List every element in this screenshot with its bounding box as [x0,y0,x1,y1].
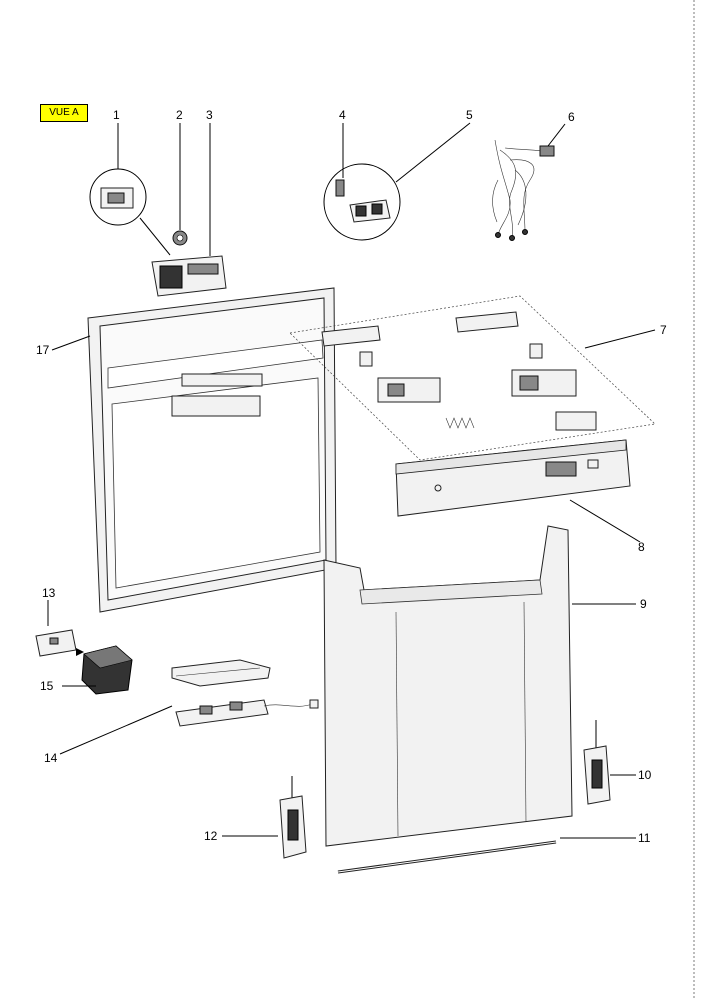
harness-connector [539,145,555,157]
callout-8: 8 [638,540,645,554]
leader-6 [547,123,566,147]
switch-right-button [519,375,539,391]
clip-group [323,122,471,241]
board-chip-b [229,701,243,711]
callout-2: 2 [176,108,183,122]
control-panel-part-8 [395,439,641,543]
hinge-left-part-12 [222,776,307,859]
door-lock-group [89,123,227,297]
leader-7 [584,329,656,349]
component-bracket-left [321,325,381,347]
control-components-part-7 [289,295,656,461]
detergent-slot-upper [181,373,263,387]
leader-14 [59,705,173,755]
cover-part-13-tab [49,637,59,645]
clip-bracket-hole-b [371,203,383,215]
arrow-13-to-15 [76,648,84,656]
harness-terminal-a [495,232,501,238]
callout-4: 4 [339,108,346,122]
callout-14: 14 [44,751,58,765]
harness-terminal-b [509,235,515,241]
wiring-harness-part-6 [492,123,566,241]
board-part-14 [59,659,319,755]
component-bracket-right [455,311,519,333]
callout-11: 11 [638,831,651,845]
callout-17: 17 [36,343,50,357]
callout-9: 9 [640,597,647,611]
leader-8 [569,499,641,543]
component-small-right [529,343,543,359]
outer-door-handle-recess [359,579,543,605]
leader-17 [51,335,91,351]
panel-display [545,461,577,477]
washer-hole [176,234,184,242]
rod-highlight [337,841,557,873]
outer-door-panel-part-9 [323,525,636,847]
lock-latch [159,265,183,289]
dispenser-parts-13-15 [35,600,133,695]
inner-door-recess [111,377,321,589]
callout-6: 6 [568,110,575,124]
callout-3: 3 [206,108,213,122]
callout-13: 13 [42,586,56,600]
callout-12: 12 [204,829,218,843]
leader-5 [395,122,471,183]
component-switch-left [377,377,441,403]
board-cable [263,703,313,707]
panel-button [587,459,599,469]
hinge-left-pin [287,809,299,841]
hinge-right-part-10 [583,720,636,805]
outer-door-panel [323,525,573,847]
board-chip-a [199,705,213,715]
outer-door-groove-right [523,601,527,823]
inner-door-top-lip [107,339,324,389]
panel-indicator [434,484,442,492]
component-small-left [359,351,373,367]
board-cable-plug [309,699,319,709]
callout-5: 5 [466,108,473,122]
component-relay [555,411,597,431]
board-bracket [171,659,271,687]
control-panel-top-face [395,439,627,475]
callout-10: 10 [638,768,652,782]
clip-part-4 [335,179,345,197]
outer-door-groove-left [395,611,399,837]
callout-15: 15 [40,679,54,693]
board-bracket-edge [175,667,261,677]
spring-coil [445,417,475,429]
clip-bracket-hole-a [355,205,367,217]
callout-1: 1 [113,108,120,122]
leader-lock-to-detail [139,217,171,256]
component-plane [289,295,656,461]
lock-detail-insert [107,192,125,204]
electronic-board [175,699,269,727]
callout-7: 7 [660,323,667,337]
lock-switch [187,263,219,275]
view-label-badge: VUE A [40,104,88,122]
detergent-dispenser-slot [171,395,261,417]
detail-circle-5 [323,163,401,241]
dispenser-block-top [83,645,133,669]
harness-terminal-c [522,229,528,235]
rod-part-11 [337,837,636,874]
switch-left-button [387,383,405,397]
hinge-right-pin [591,759,603,789]
